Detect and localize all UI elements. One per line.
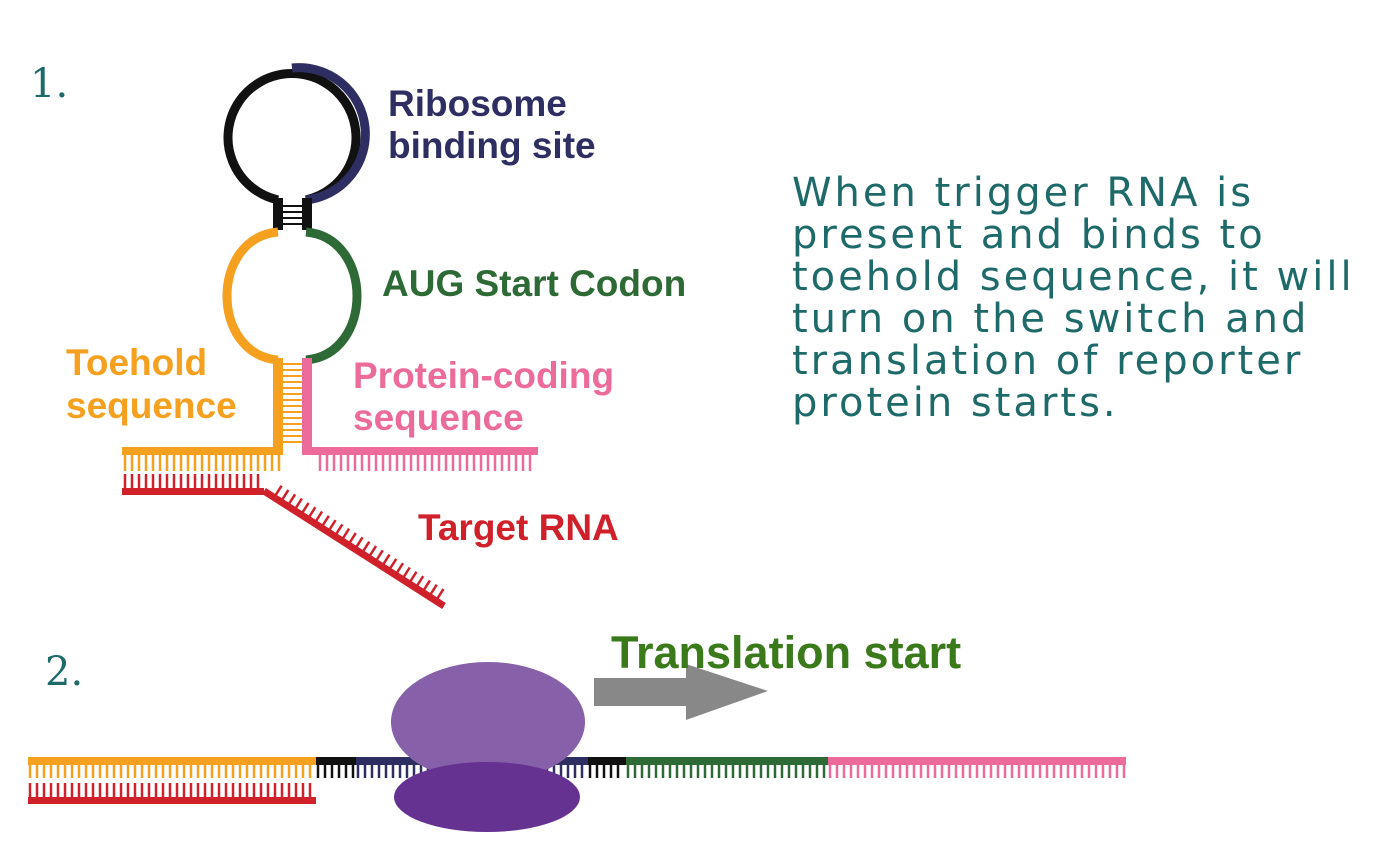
description-line: present and binds to — [792, 212, 1266, 258]
stem-rungs-black — [283, 205, 302, 225]
rna-base-tick — [394, 562, 405, 576]
rna-base-tick — [300, 502, 310, 516]
rbs-label-line1: Ribosome — [388, 83, 567, 124]
step-2-label: 2. — [45, 649, 83, 695]
aug-label: AUG Start Codon — [382, 263, 686, 304]
toehold-label-line2: sequence — [66, 385, 237, 426]
rbs-label-line2: binding site — [388, 125, 596, 166]
rna-base-tick — [313, 510, 324, 524]
rna-base-tick — [340, 528, 351, 542]
protein-label-line1: Protein-coding — [353, 355, 614, 396]
rna-base-tick — [428, 584, 438, 598]
hairpin-structure — [122, 63, 538, 609]
rna-base-tick — [353, 536, 364, 550]
rna-base-tick — [333, 523, 344, 537]
aug-loop-segment — [305, 227, 362, 365]
translation-direction-arrow — [594, 664, 768, 720]
target-rna-label: Target RNA — [418, 507, 619, 548]
rna-base-tick — [320, 515, 330, 529]
rna-base-tick — [360, 540, 371, 555]
protein-label-line2: sequence — [353, 397, 524, 438]
bound-target-rna — [28, 797, 316, 804]
mrna-protein-segment — [828, 757, 1126, 765]
description-line: When trigger RNA is — [792, 170, 1255, 216]
stem-right-black — [302, 198, 312, 230]
rna-base-tick — [380, 553, 391, 568]
ribosome-small-subunit — [394, 762, 580, 832]
rna-base-tick — [326, 519, 337, 533]
bound-target-rna-teeth — [28, 783, 312, 797]
rna-base-tick — [387, 558, 398, 572]
step-1-label: 1. — [30, 61, 68, 107]
protein-strand-teeth — [318, 455, 532, 471]
description-line: translation of reporter — [792, 338, 1304, 384]
rna-base-tick — [273, 484, 283, 499]
toehold-label-line1: Toehold — [66, 342, 207, 383]
rna-base-tick — [347, 532, 357, 546]
rna-base-tick — [407, 571, 418, 585]
rna-base-tick — [293, 497, 303, 512]
target-rna-strand — [122, 488, 264, 495]
ribosome-large-subunit — [391, 662, 585, 782]
target-rna-teeth — [123, 474, 260, 488]
description-line: protein starts. — [792, 380, 1119, 426]
toehold-strand — [122, 447, 283, 455]
description-line: toehold sequence, it will — [792, 254, 1355, 300]
rna-base-tick — [434, 588, 445, 602]
rna-base-tick — [414, 575, 425, 589]
toehold-loop-segment — [222, 227, 279, 365]
rna-base-tick — [306, 506, 317, 520]
rna-base-tick — [367, 545, 378, 559]
mrna-strand-teeth — [28, 765, 1126, 778]
stem-left-black — [273, 198, 283, 230]
stem-right-pink — [302, 358, 312, 454]
mrna-toehold-segment — [28, 757, 316, 765]
mrna-aug-segment — [626, 757, 828, 765]
rbs-loop-segment — [291, 63, 370, 205]
rna-base-tick — [374, 549, 384, 563]
loop-black-segment — [223, 69, 361, 205]
stem-left-orange — [273, 358, 283, 454]
description-text: When trigger RNA is present and binds to… — [792, 172, 1382, 424]
rna-base-tick — [279, 489, 290, 503]
rna-base-tick — [421, 579, 432, 593]
toehold-strand-teeth — [123, 455, 281, 471]
translation-strand — [28, 757, 1126, 804]
translation-start-label: Translation start — [611, 627, 961, 678]
rna-base-tick — [401, 566, 411, 580]
stem-rungs-lower — [283, 363, 302, 443]
description-line: turn on the switch and — [792, 296, 1310, 342]
protein-coding-strand — [302, 447, 538, 455]
mrna-black-segment-2 — [588, 757, 626, 765]
mrna-black-segment-1 — [316, 757, 356, 765]
rna-base-tick — [286, 493, 297, 507]
target-rna-tail-teeth — [273, 484, 445, 602]
